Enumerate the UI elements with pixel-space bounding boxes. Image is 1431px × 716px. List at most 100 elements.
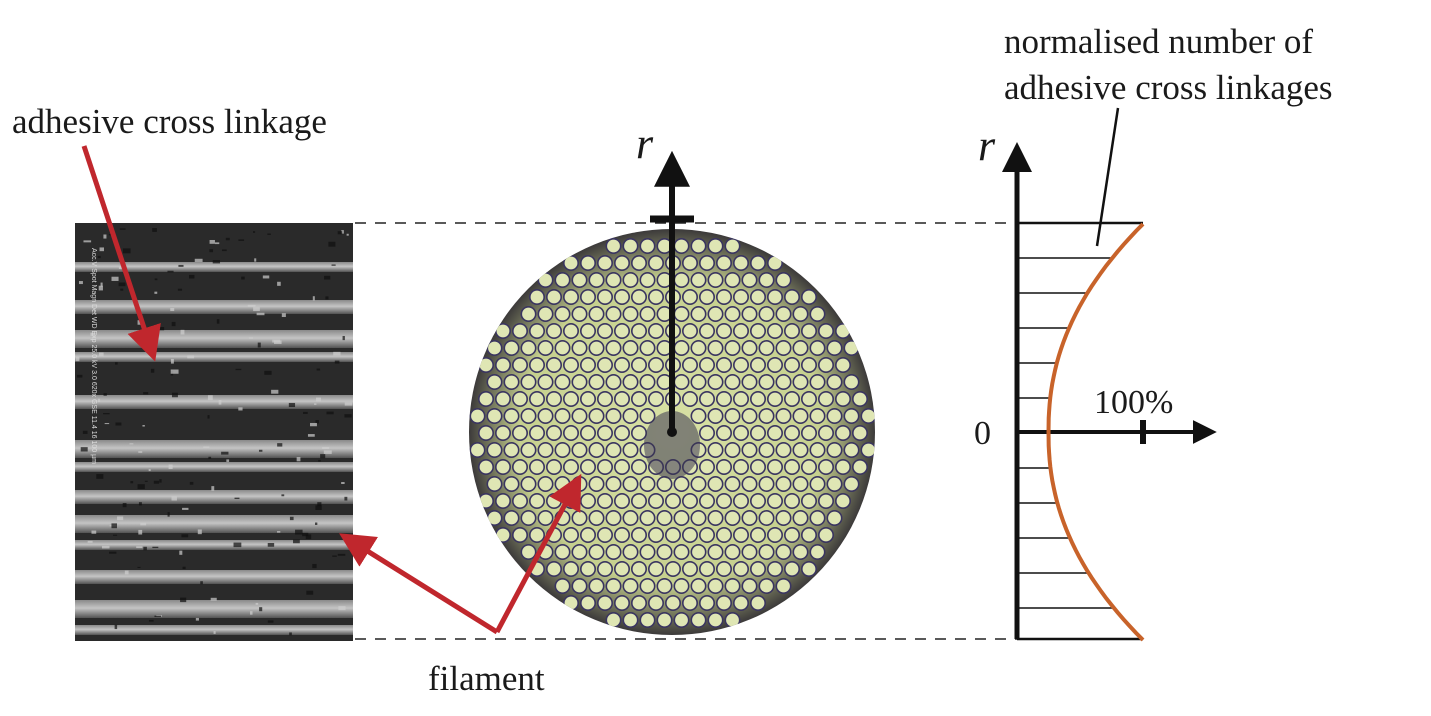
disc-fiber (690, 238, 707, 255)
disc-fiber (630, 458, 647, 475)
disc-fiber (605, 611, 622, 628)
sem-debris (258, 449, 263, 452)
disc-fiber (681, 390, 698, 407)
sem-debris (241, 276, 245, 280)
sem-debris (168, 464, 173, 470)
disc-fiber (630, 288, 647, 305)
disc-fiber (545, 356, 562, 373)
sem-debris (208, 456, 212, 459)
sem-debris (303, 411, 308, 414)
disc-fiber (732, 322, 749, 339)
disc-fiber (605, 305, 622, 322)
sem-debris (213, 631, 216, 634)
sem-debris (209, 249, 214, 253)
sem-debris (99, 352, 104, 357)
sem-debris (255, 602, 259, 605)
disc-fiber (477, 424, 494, 441)
disc-fiber (817, 390, 834, 407)
disc-fiber (554, 543, 571, 560)
disc-fiber (800, 458, 817, 475)
sem-fiber (75, 625, 353, 635)
disc-fiber (707, 577, 724, 594)
sem-debris (194, 258, 203, 263)
sem-debris (254, 258, 257, 262)
profile-curve (1046, 222, 1145, 642)
disc-fiber (681, 255, 698, 272)
sem-fiber (75, 540, 353, 550)
sem-debris (117, 516, 124, 521)
disc-fiber (537, 271, 554, 288)
sem-debris (111, 276, 119, 281)
hundred-percent-label: 100% (1094, 384, 1173, 421)
filament-arrow-right (494, 473, 582, 634)
disc-fiber (809, 339, 826, 356)
sem-debris (259, 607, 263, 612)
disc-fiber (588, 339, 605, 356)
sem-debris (144, 480, 148, 482)
disc-fiber (698, 356, 715, 373)
sem-debris (337, 231, 343, 235)
disc-fiber (528, 526, 545, 543)
disc-fiber (741, 441, 758, 458)
disc-fiber (775, 407, 792, 424)
disc-fiber (732, 356, 749, 373)
sem-debris (214, 242, 220, 245)
disc-fiber (605, 475, 622, 492)
disc-fiber (724, 373, 741, 390)
sem-debris (315, 397, 321, 402)
disc-fiber (596, 390, 613, 407)
disc-fiber (707, 373, 724, 390)
disc-fiber (707, 238, 724, 255)
sem-debris (180, 597, 187, 603)
disc-fiber (851, 458, 868, 475)
disc-fiber (834, 458, 851, 475)
disc-fiber (758, 441, 775, 458)
sem-debris (167, 270, 174, 273)
sem-debris (289, 632, 292, 636)
disc-fiber (698, 322, 715, 339)
sem-debris (238, 407, 243, 411)
disc-fiber (622, 543, 639, 560)
disc-fiber (724, 407, 741, 424)
sem-debris (221, 451, 229, 455)
disc-fiber (715, 390, 732, 407)
sem-fiber (75, 262, 353, 272)
sem-debris (138, 529, 143, 535)
sem-debris (315, 420, 319, 424)
disc-fiber (656, 611, 673, 628)
cross-section-disc (469, 229, 875, 635)
disc-fiber (562, 356, 579, 373)
disc-fiber (477, 390, 494, 407)
sem-debris (344, 402, 353, 406)
disc-fiber (690, 509, 707, 526)
disc-fiber (741, 509, 758, 526)
disc-fiber (707, 475, 724, 492)
disc-fiber (647, 390, 664, 407)
sem-debris (342, 335, 345, 341)
sem-debris (277, 443, 283, 447)
disc-fiber (520, 543, 537, 560)
disc-fiber (766, 492, 783, 509)
disc-fiber (673, 339, 690, 356)
disc-fiber (707, 407, 724, 424)
sem-debris (307, 434, 315, 437)
disc-fiber (571, 577, 588, 594)
disc-fiber (630, 356, 647, 373)
sem-debris (337, 553, 346, 556)
disc-fiber (843, 373, 860, 390)
disc-fiber (732, 255, 749, 272)
disc-fiber (792, 339, 809, 356)
disc-fiber (792, 407, 809, 424)
disc-fiber (673, 509, 690, 526)
disc-fiber (596, 356, 613, 373)
disc-fiber (588, 407, 605, 424)
disc-fiber (698, 288, 715, 305)
sem-debris (80, 447, 88, 452)
sem-debris (103, 413, 110, 415)
disc-fiber (775, 509, 792, 526)
disc-fiber (545, 288, 562, 305)
disc-fiber (775, 271, 792, 288)
disc-fiber (732, 458, 749, 475)
sem-debris (315, 522, 318, 525)
disc-fiber (809, 373, 826, 390)
